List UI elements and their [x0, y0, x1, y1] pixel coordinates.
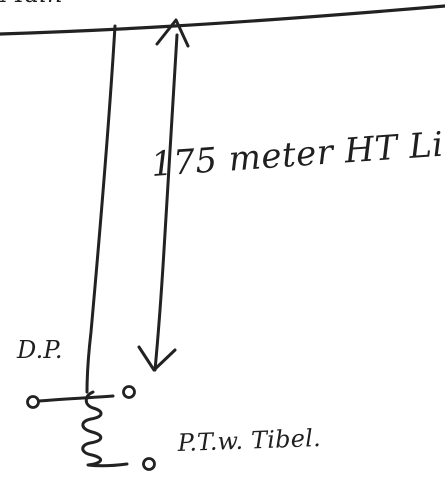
top-bus-line-group: Main: [0, 0, 445, 36]
crossarm-line: [37, 394, 115, 403]
distance-arrow-bottom-head: [137, 345, 177, 372]
top-cut-text: Main: [0, 0, 63, 8]
distance-arrow-shaft: [153, 33, 179, 372]
transformer-coil: [81, 390, 129, 468]
left-terminal-circle: [26, 395, 40, 409]
transformer-label: P.T.w. Tibel.: [176, 424, 321, 457]
vertical-ht-line: [85, 24, 117, 394]
pole-label: D.P.: [16, 336, 63, 364]
pole-top-assembly: [26, 385, 136, 409]
top-bus-line: [0, 4, 445, 36]
coil-terminal-circle: [142, 457, 156, 471]
right-terminal-circle: [122, 385, 136, 399]
distance-label: 175 meter HT Line.: [150, 121, 445, 185]
distance-arrow: [137, 18, 190, 372]
distance-arrow-top-head: [155, 18, 190, 48]
